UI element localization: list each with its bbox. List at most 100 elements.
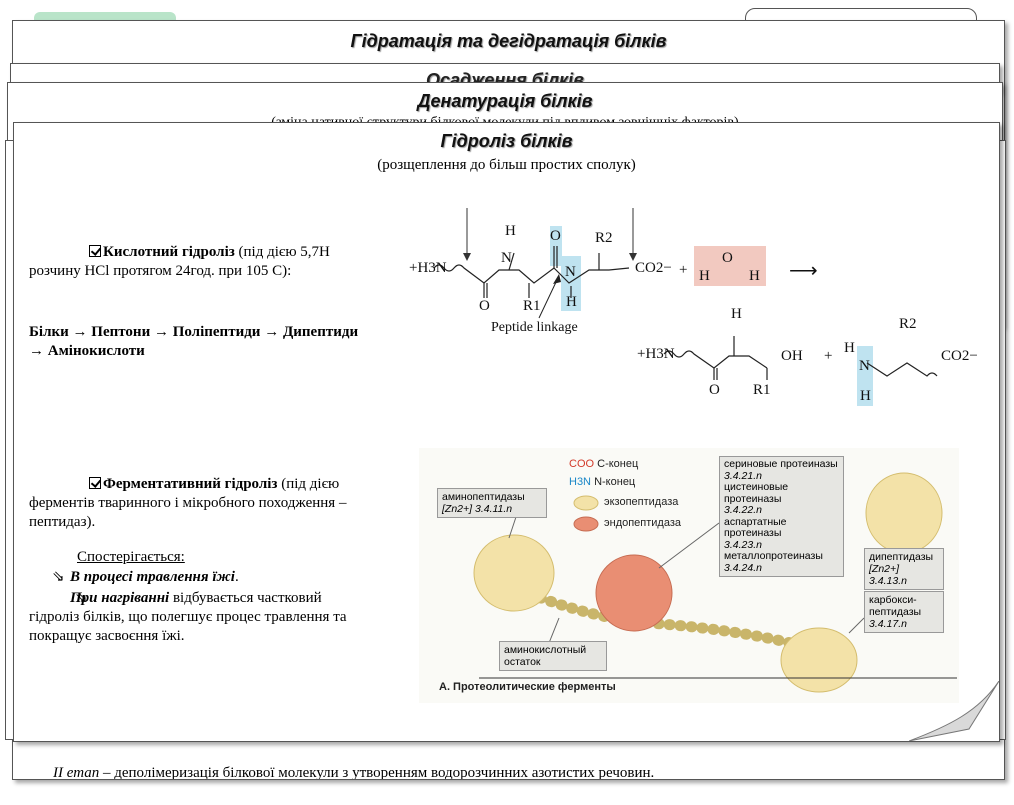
n1-atom: N [501, 250, 512, 266]
product-h: H [731, 306, 742, 322]
enzymatic-hydrolysis-text: (під дією ферментів тваринного і мікробн… [29, 476, 347, 530]
acid-hydrolysis-label: Кислотний гідроліз [103, 244, 235, 260]
hook-arrow-icon: ⇘ [75, 590, 88, 606]
checkbox-icon [89, 245, 101, 257]
aminopeptidases-label: аминопептидазы [442, 491, 525, 503]
product-r1: R1 [753, 382, 771, 398]
dipeptidase-blob [865, 472, 943, 554]
amino-acid-residue-box: аминокислотный остаток [499, 641, 607, 671]
arrowhead-icon [463, 253, 471, 261]
hydrolysis-reaction-diagram: +H3N H N O R1 O R2 N H CO2− + H O H ⟶ Pe… [389, 198, 989, 408]
product-plus: + [824, 348, 833, 364]
aminopeptidases-ec: [Zn2+] 3.4.11.n [442, 503, 513, 515]
arrowhead-icon [553, 274, 561, 284]
slide-hydration-title: Гідратація та дегідратація білків [350, 31, 667, 51]
n-terminus-label: H3N N-конец [569, 476, 635, 488]
amine-n: N [859, 358, 870, 374]
dipeptidases-ec: [Zn2+] 3.4.13.n [869, 563, 907, 587]
endoprotease-list-box: сериновые протеиназы 3.4.21.n цистеиновы… [719, 456, 844, 577]
acid-hydrolysis-text: (під дією 5,7Н розчину HCl протягом 24го… [29, 244, 330, 279]
n2-atom: N [565, 264, 576, 280]
slide-denaturation-title: Денатурація білків [417, 91, 593, 111]
observed-item-heating-lead: При нагріванні [70, 590, 170, 606]
cysteine-ec: 3.4.22.n [724, 504, 762, 516]
product-backbone [663, 350, 768, 369]
h3n-symbol: H3N [569, 476, 592, 488]
observed-item-heating-text: відбувається частковий гідроліз білків, … [29, 590, 347, 644]
bottom-stage-line: ІІ етап – деполімеризація білкової молек… [53, 764, 973, 780]
amine-h-bottom: H [860, 388, 871, 404]
r2-group: R2 [595, 230, 613, 246]
coo-symbol: COO [569, 458, 595, 470]
product-o: O [709, 382, 720, 398]
c-terminus-text: С-конец [597, 458, 639, 470]
product-h3n-plus: +H3N [637, 346, 675, 362]
carboxypeptidases-box: карбокси-пептидазы 3.4.17.n [864, 591, 944, 633]
n-terminus-text: N-конец [594, 476, 636, 488]
dipeptidases-label: дипептидазы [869, 551, 934, 563]
enzymatic-hydrolysis-paragraph: Ферментативний гідроліз (під дією фермен… [29, 475, 369, 532]
c-terminus-label: COO С-конец [569, 458, 638, 470]
serine-proteinases: сериновые протеиназы [724, 458, 838, 470]
metalloproteinases: металлопротеиназы [724, 550, 823, 562]
legend-endo-blob [573, 516, 599, 532]
slide-hydrolysis-title: Гідроліз білків [440, 131, 573, 151]
enzymes-svg [473, 472, 957, 693]
observed-item-digestion-end: . [234, 569, 239, 585]
co2-group: CO2− [635, 260, 672, 276]
h2-atom: H [566, 294, 577, 310]
peptide-backbone [433, 264, 630, 284]
dipeptidases-box: дипептидазы [Zn2+] 3.4.13.n [864, 548, 944, 590]
figure-caption: А. Протеолитические ферменты [439, 681, 616, 693]
carboxypeptidases-ec: 3.4.17.n [869, 618, 907, 630]
product-oh: OH [781, 348, 803, 364]
water-highlight [694, 246, 766, 286]
h-top: H [505, 223, 516, 239]
page-curl-decoration [909, 681, 999, 741]
reaction-arrow: ⟶ [789, 260, 818, 282]
o1-atom: O [479, 298, 490, 314]
amino-acid-residue-label: аминокислотный остаток [504, 644, 587, 668]
exopeptidase-label: экзопептидаза [604, 496, 679, 508]
h3n-plus: +H3N [409, 260, 447, 276]
amine-r2: R2 [899, 316, 917, 332]
peptide-linkage-pointer [538, 279, 558, 319]
o2-atom: O [550, 228, 561, 244]
carboxypeptidase-blob [780, 627, 858, 693]
water-o: O [722, 250, 733, 266]
observed-heading: Спостерігається: [77, 548, 185, 567]
acid-hydrolysis-chain: Білки → Пептони → Поліпептиди → Дипептид… [29, 324, 359, 359]
arrowhead-icon [629, 253, 637, 261]
cysteine-proteinases: цистеиновые протеиназы [724, 481, 789, 505]
peptide-linkage-label: Peptide linkage [491, 320, 578, 335]
slide-hydrolysis-subtitle: (розщеплення до більш простих сполук) [377, 157, 636, 173]
aminopeptidase-blob [473, 534, 555, 612]
aminopeptidases-box: аминопептидазы [Zn2+] 3.4.11.n [437, 488, 547, 518]
acid-hydrolysis-paragraph: Кислотний гідроліз (під дією 5,7Н розчин… [29, 243, 364, 281]
reaction-svg [433, 208, 938, 406]
aspartate-proteinases: аспартатные протеиназы [724, 515, 787, 539]
amine-h-left: H [844, 340, 855, 356]
amine-co2: CO2− [941, 348, 978, 364]
enzymatic-hydrolysis-label: Ферментативний гідроліз [103, 476, 278, 492]
metallo-ec: 3.4.24.n [724, 561, 762, 574]
checkbox-icon [89, 477, 101, 489]
legend-exo-blob [573, 495, 599, 511]
proteolytic-enzymes-figure: COO С-конец H3N N-конец экзопептидаза эн… [419, 448, 959, 703]
endopeptidase-blob [595, 554, 673, 632]
amine-highlight [857, 346, 873, 406]
carboxypeptidases-label: карбокси-пептидазы [869, 594, 922, 618]
water-h2: H [749, 268, 760, 284]
slide-hydrolysis: Гідроліз білків (розщеплення до більш пр… [13, 122, 1000, 742]
serine-ec: 3.4.21.n [724, 469, 762, 482]
hook-arrow-icon: ⇘ [52, 569, 65, 585]
peptide-bond-highlight [550, 226, 562, 266]
observed-item-digestion-text: В процесі травлення їжі [70, 569, 235, 585]
bottom-stage-label: ІІ етап [53, 765, 100, 780]
amide-nh-highlight [561, 256, 581, 311]
aspartate-ec: 3.4.23.n [724, 538, 762, 551]
observed-item-digestion: ⇘ В процесі травлення їжі. [52, 568, 372, 587]
water-h1: H [699, 268, 710, 284]
observed-item-heating: ⇘При нагріванні відбувається частковий г… [29, 589, 374, 646]
reaction-plus: + [679, 262, 688, 278]
